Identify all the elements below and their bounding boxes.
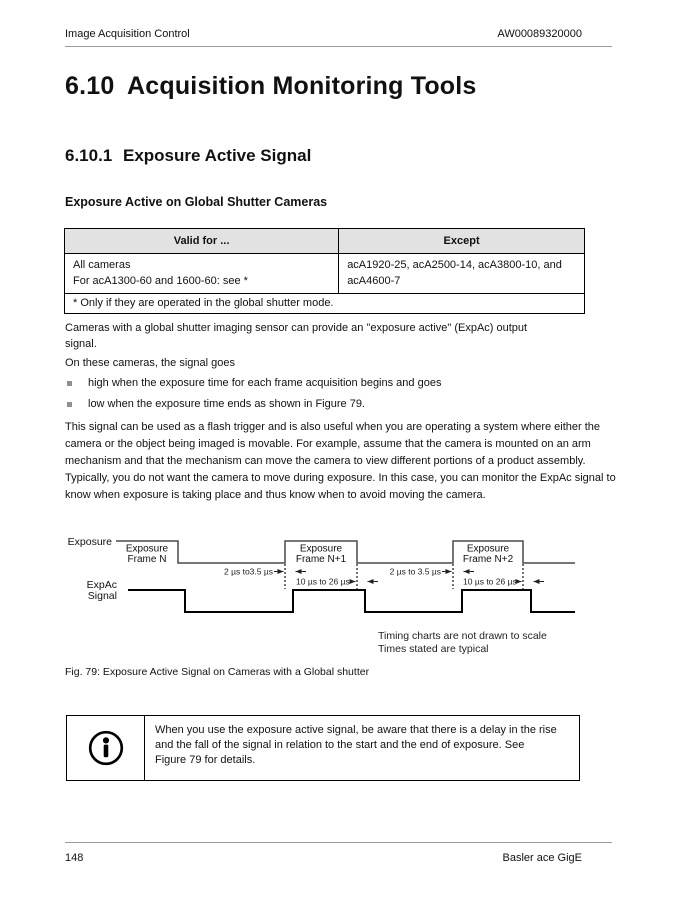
exposure-signal-label: Exposure [68,536,113,548]
timing-diagram: Exposure ExpAc Signal Exposure Frame N E… [68,536,575,613]
fall-delay-annotation: 10 µs to 26 µs [463,577,517,587]
valid-for-table: Valid for ... Except All cameras For acA… [63,228,585,314]
diagram-notes: Timing charts are not drawn to scale Tim… [378,630,547,656]
section-heading: 6.10 Acquisition Monitoring Tools [65,72,477,101]
subsection-title: Exposure Active Signal [123,146,312,165]
table-header-row: Valid for ... Except [63,228,585,254]
bullet-item: low when the exposure time ends as shown… [65,398,365,410]
except-line: acA4600-7 [347,274,401,287]
note-text-line: Figure 79 for details. [155,754,256,767]
footer-product-name: Basler ace GigE [502,852,582,864]
frame-n2-label: Exposure [467,544,510,555]
paragraph-line: Cameras with a global shutter imaging se… [65,322,528,334]
expac-signal-label: ExpAc [87,579,117,591]
valid-for-line: All cameras [73,259,131,271]
paragraph-signal-goes: On these cameras, the signal goes [65,357,235,369]
note-text: When you use the exposure active signal,… [145,716,579,780]
table-footnote-row: * Only if they are operated in the globa… [64,293,585,314]
table-footnote: * Only if they are operated in the globa… [64,293,585,314]
exposure-waveform [116,540,575,564]
table-row: All cameras For acA1300-60 and 1600-60: … [63,253,585,294]
frame-n1-label: Frame N+1 [296,554,347,565]
info-icon-cell [67,716,145,780]
frame-n2-label: Frame N+2 [463,554,514,565]
section-title: Acquisition Monitoring Tools [127,72,477,100]
page-number: 148 [65,852,84,864]
except-line: acA1920-25, acA2500-14, acA3800-10, and [347,259,562,271]
paragraph-flash-trigger: This signal can be used as a flash trigg… [65,421,616,501]
valid-for-cell: All cameras For acA1300-60 and 1600-60: … [63,253,340,294]
bullet-marker-icon [67,402,72,407]
info-icon [88,730,123,766]
fall-delay-annotation: 10 µs to 26 µs [296,577,350,587]
subsection-heading: 6.10.1 Exposure Active Signal [65,146,311,166]
valid-for-line: For acA1300-60 and 1600-60: see * [73,274,248,287]
subsection-number: 6.10.1 [65,146,113,165]
info-note-box: When you use the exposure active signal,… [66,715,580,781]
bullet-marker-icon [67,381,72,386]
diagram-note-line: Times stated are typical [378,643,489,655]
table-header-except: Except [338,228,585,254]
figure-caption: Fig. 79: Exposure Active Signal on Camer… [65,666,370,678]
rise-delay-annotation: 2 µs to3.5 µs [224,567,273,577]
table-header-valid-for: Valid for ... [63,228,340,254]
footer-rule [65,842,612,843]
note-text-line: and the fall of the signal in relation t… [155,739,525,752]
header-section-title: Image Acquisition Control [65,28,190,40]
paragraph-line: signal. [65,337,97,350]
frame-n-label: Exposure [126,544,169,555]
topic-heading: Exposure Active on Global Shutter Camera… [65,195,328,209]
except-cell: acA1920-25, acA2500-14, acA3800-10, and … [338,253,585,294]
frame-n-label: Frame N [128,554,167,565]
bullet-item: high when the exposure time for each fra… [65,377,441,389]
frame-n1-label: Exposure [300,544,343,555]
paragraph-intro: Cameras with a global shutter imaging se… [65,321,527,352]
expac-waveform [128,589,575,613]
diagram-note-line: Timing charts are not drawn to scale [378,630,547,642]
rise-delay-annotation: 2 µs to 3.5 µs [390,567,441,577]
header-doc-number: AW00089320000 [497,28,582,40]
header-rule [65,46,612,47]
section-number: 6.10 [65,72,115,100]
note-text-line: When you use the exposure active signal,… [155,724,557,736]
bullet-text: high when the exposure time for each fra… [88,377,442,389]
bullet-text: low when the exposure time ends as shown… [88,398,365,410]
expac-signal-label: Signal [88,590,117,602]
